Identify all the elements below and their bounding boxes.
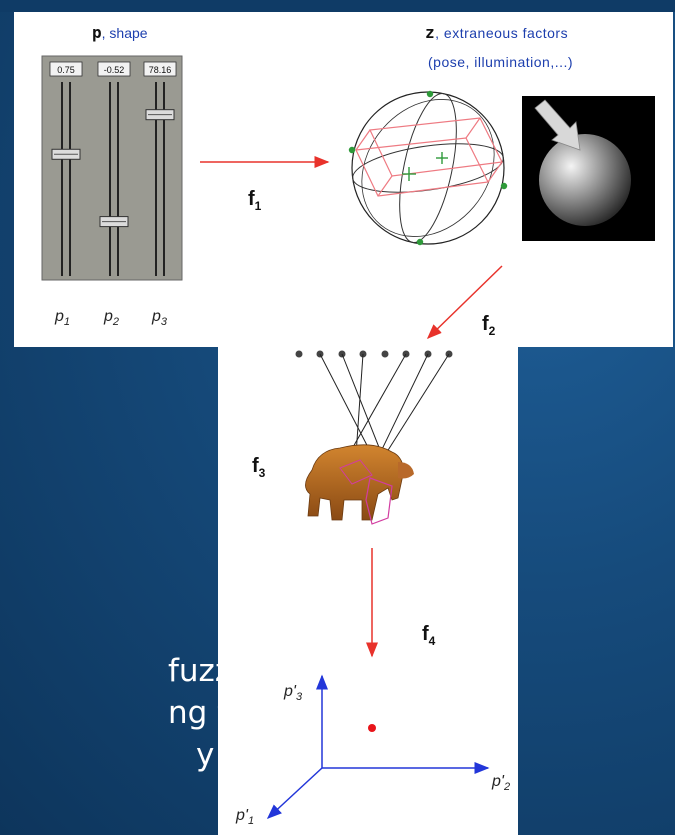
pose-sphere	[348, 90, 508, 246]
slider-value: -0.52	[104, 65, 125, 75]
slider-value: 0.75	[57, 65, 75, 75]
extraneous-factors-label: , extraneous factors	[435, 25, 568, 41]
slide-text-line-2: ng the	[168, 695, 269, 731]
light-arrow-icon	[534, 99, 581, 151]
illumination-render	[522, 96, 655, 241]
axis-p1-label: p'1	[235, 807, 254, 827]
slider-panel	[41, 55, 183, 281]
axis-p2-label: p'2	[491, 773, 510, 793]
f2-label: f2	[482, 313, 496, 338]
shape-sliders: 0.75 -0.52 78.16	[41, 55, 183, 281]
bear-object	[305, 444, 414, 525]
f3-label: f3	[252, 455, 266, 480]
f1-label: f1	[248, 188, 262, 213]
top-band	[0, 0, 675, 12]
z-symbol: z	[425, 23, 435, 42]
p1-label: p1	[54, 308, 70, 328]
p2-label: p2	[103, 308, 119, 328]
feature-point	[368, 724, 376, 732]
pose-illumination-label: (pose, illumination,...)	[428, 54, 573, 70]
f4-label: f4	[422, 623, 436, 648]
p3-label: p3	[151, 308, 168, 328]
slider-value-box	[97, 61, 131, 77]
svg-text:p, shape: p, shape	[92, 23, 148, 42]
shape-label: , shape	[102, 25, 148, 41]
sensor-dot	[295, 350, 303, 358]
slide-text-line-3: y of	[196, 737, 255, 773]
axis-p1	[266, 767, 323, 820]
sensor-dot	[381, 350, 389, 358]
slider-value: 78.16	[149, 65, 172, 75]
f2-arrow	[426, 265, 503, 340]
feature-axes	[266, 674, 490, 820]
slider-value-box	[143, 61, 177, 77]
diagram-panel-bottom	[218, 340, 518, 835]
axis-p3-label: p'3	[283, 683, 303, 703]
slide-text-line-1: fuzzy	[168, 653, 250, 689]
p-symbol: p	[92, 23, 102, 42]
svg-text:z, extraneous factors: z, extraneous factors	[425, 23, 568, 42]
slider-value-box	[49, 61, 83, 77]
